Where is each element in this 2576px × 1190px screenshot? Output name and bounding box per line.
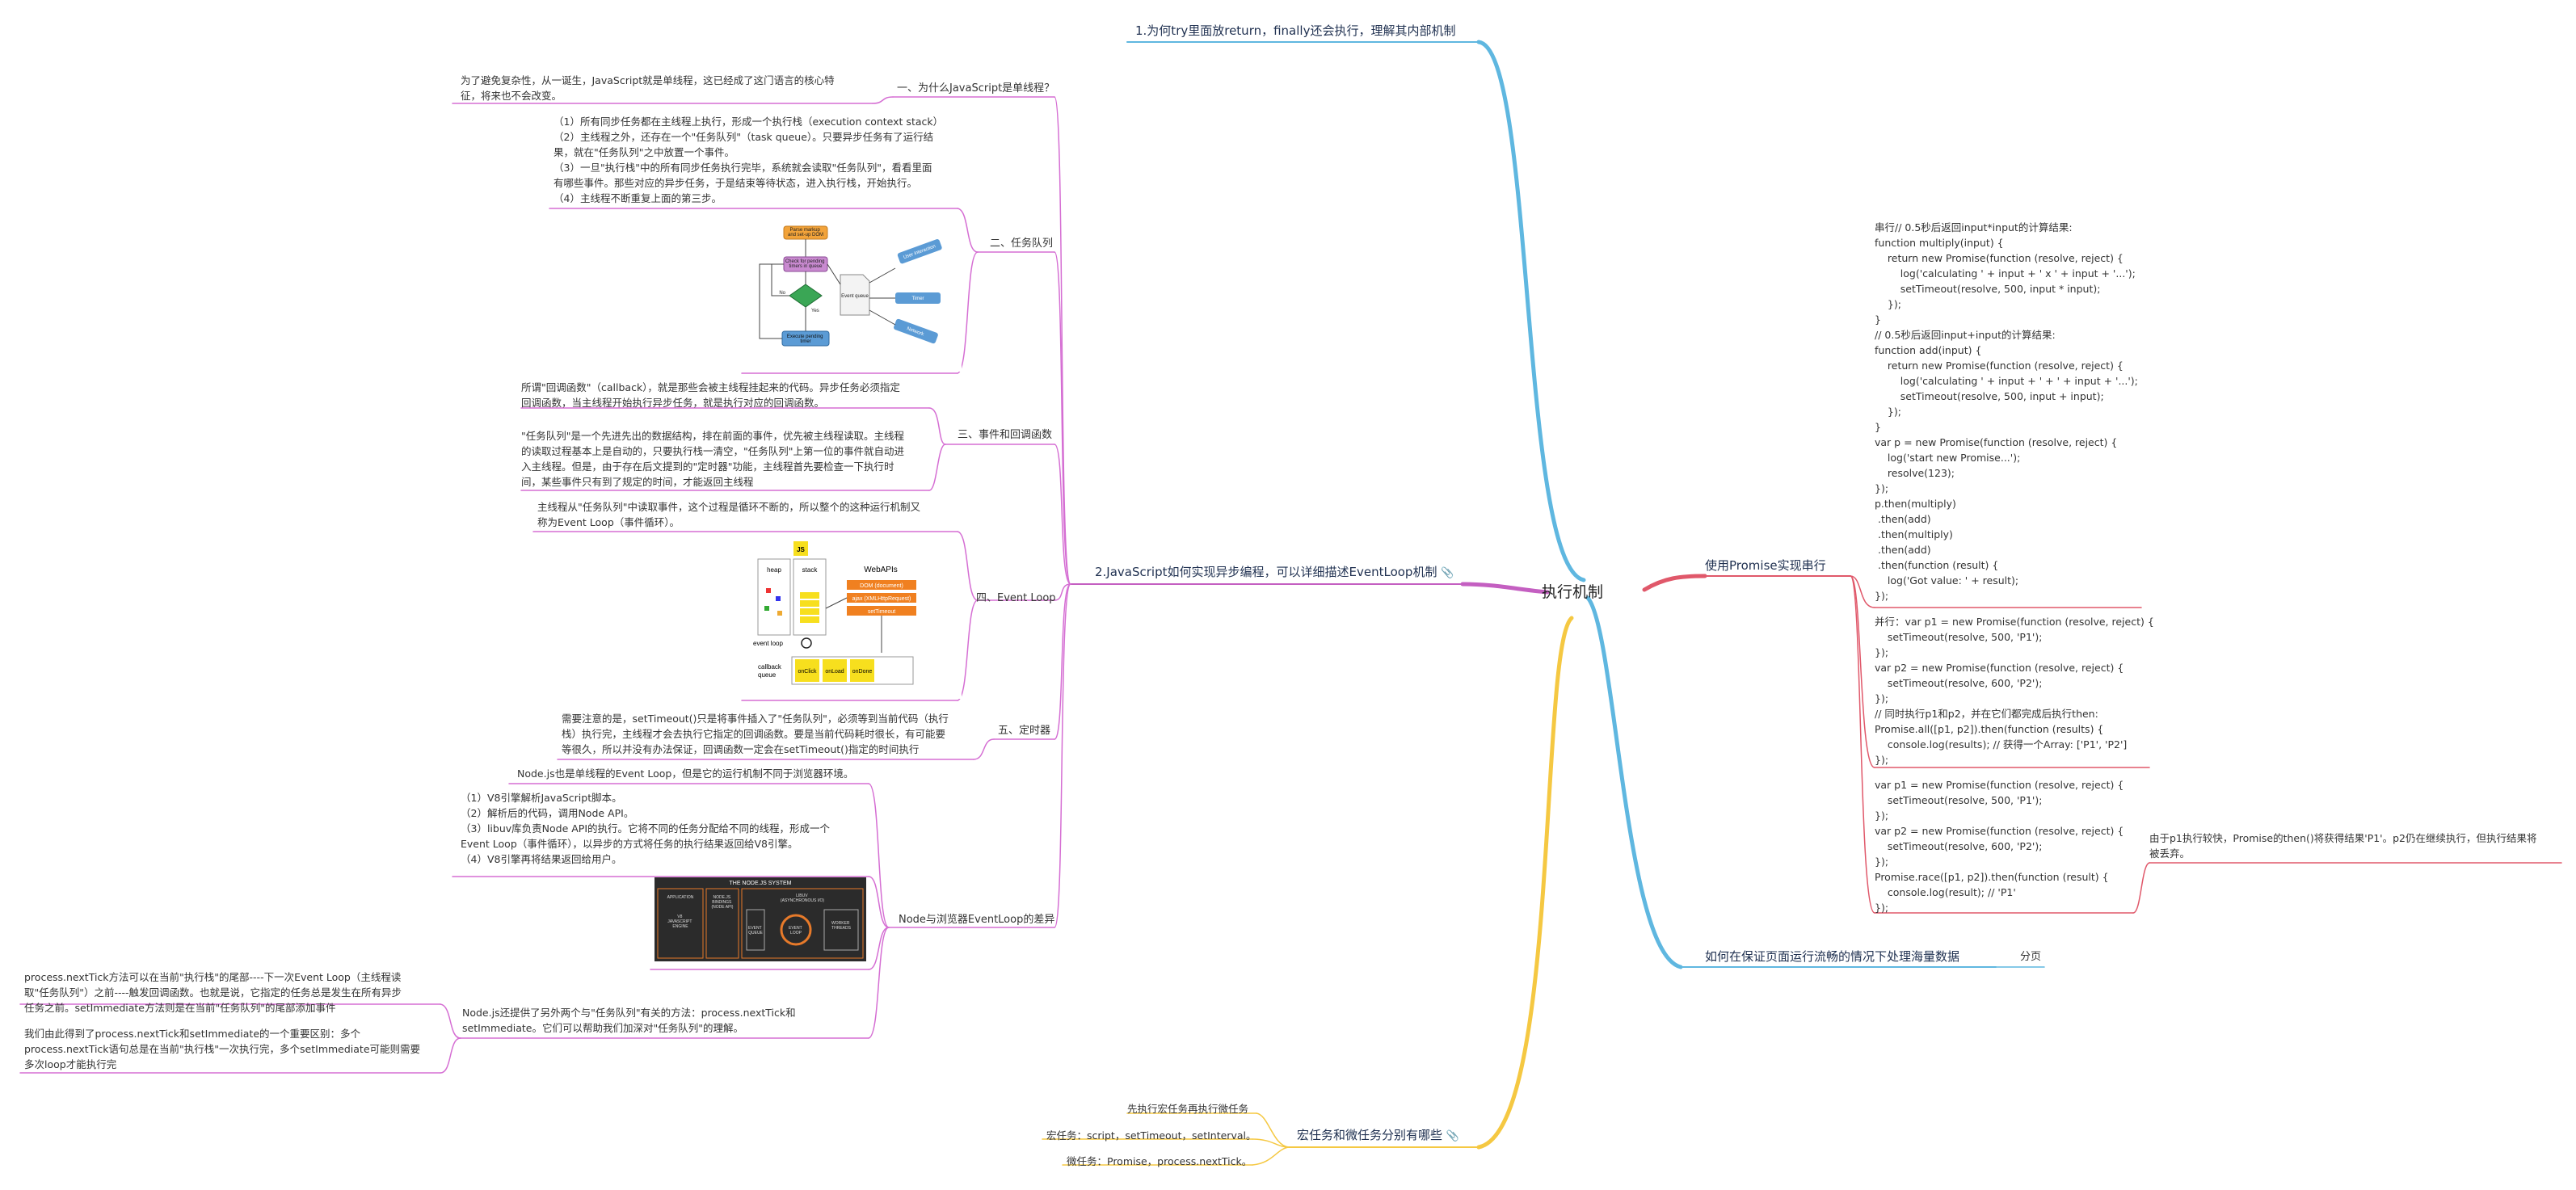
- note-single-thread: 为了避免复杂性，从一诞生，JavaScript就是单线程，这已经成了这门语言的核…: [461, 74, 835, 102]
- note-task-queue-fifo: "任务队列"是一个先进先出的数据结构，排在前面的事件，优先被主线程读取。主线程 …: [521, 430, 905, 488]
- js-logo: JS: [797, 546, 805, 553]
- fig-q1-label: onClick: [798, 669, 817, 675]
- note-micro-tasks: 微任务：Promise，process.nextTick。: [1067, 1155, 1252, 1167]
- note-node-single-thread: Node.js也是单线程的Event Loop，但是它的运行机制不同于浏览器环境…: [517, 767, 854, 780]
- fig-node-title: THE NODE.JS SYSTEM: [729, 881, 791, 886]
- fig-node-application: APPLICATION: [667, 895, 694, 900]
- line-try: [1476, 40, 1586, 582]
- topic-macro-micro[interactable]: 宏任务和微任务分别有哪些 📎: [1297, 1127, 1459, 1145]
- fig-start-label: Parse markup and set-up DOM: [788, 228, 823, 238]
- topic-async-eventloop[interactable]: 2.JavaScript如何实现异步编程，可以详细描述EventLoop机制 📎: [1095, 564, 1454, 582]
- fig-node-event-queue: EVENT QUEUE: [748, 926, 764, 936]
- fig-ajax-label: ajax (XMLHttpRequest): [852, 596, 911, 602]
- fig-check-label: Check for pending timers in queue: [785, 259, 826, 269]
- event-loop-figure: JS heap stack WebAPIs DOM (document) aja…: [743, 540, 962, 699]
- topic-single-thread[interactable]: 一、为什么JavaScript是单线程？: [897, 82, 1055, 95]
- code-race: var p1 = new Promise(function (resolve, …: [1875, 779, 2124, 914]
- fig-dom-label: DOM (document): [860, 583, 903, 589]
- code-parallel: 并行：var p1 = new Promise(function (resolv…: [1875, 616, 2154, 766]
- note-nexttick: process.nextTick方法可以在当前"执行栈"的尾部----下一次Ev…: [24, 971, 402, 1014]
- topic-event-callback[interactable]: 三、事件和回调函数: [958, 429, 1053, 441]
- line-macro: [1476, 616, 1574, 1150]
- fig-yes-label: Yes: [811, 309, 819, 313]
- topic-macro-label: 宏任务和微任务分别有哪些: [1297, 1128, 1443, 1142]
- fig-webapis-label: WebAPIs: [864, 566, 898, 574]
- code-serial: 串行// 0.5秒后返回input*input的计算结果: function m…: [1875, 221, 2138, 602]
- note-node-nexttick-intro: Node.js还提供了另外两个与"任务队列"有关的方法：process.next…: [462, 1007, 796, 1034]
- paperclip-icon[interactable]: 📎: [1446, 1130, 1459, 1142]
- fig-stack-label: stack: [802, 566, 819, 574]
- topic-timer[interactable]: 五、定时器: [998, 725, 1051, 737]
- line-async: [1460, 582, 1550, 595]
- line-promise: [1642, 574, 1707, 592]
- topic-event-loop[interactable]: 四、Event Loop: [976, 592, 1056, 604]
- fig-node-worker-threads: WORKER THREADS: [831, 921, 852, 931]
- note-node-steps: （1）V8引擎解析JavaScript脚本。 （2）解析后的代码，调用Node …: [461, 792, 831, 865]
- fig-node-bindings: NODE.JS BINDINGS (NODE API): [712, 895, 734, 910]
- fig-node-event-loop: EVENT LOOP: [789, 926, 803, 936]
- root-topic[interactable]: 执行机制: [1542, 583, 1604, 601]
- note-event-loop: 主线程从"任务队列"中读取事件，这个过程是循环不断的，所以整个的这种运行机制又 …: [537, 501, 921, 528]
- note-macro-tasks: 宏任务：script，setTimeout，setInterval。: [1046, 1129, 1256, 1142]
- fig-execute-label: Execute pending timer: [787, 334, 824, 344]
- topic-node-vs-browser[interactable]: Node与浏览器EventLoop的差异: [899, 914, 1055, 926]
- topic-async-label: 2.JavaScript如何实现异步编程，可以详细描述EventLoop机制: [1095, 565, 1437, 579]
- fig-event-loop-label: event loop: [753, 640, 783, 647]
- line-massdata: [1585, 595, 1683, 969]
- topic-task-queue[interactable]: 二、任务队列: [990, 238, 1054, 250]
- fig-timer-label: Timer: [911, 296, 924, 301]
- fig-q2-label: onLoad: [825, 669, 844, 675]
- topic-mass-data[interactable]: 如何在保证页面运行流畅的情况下处理海量数据: [1705, 949, 1960, 964]
- paperclip-icon[interactable]: 📎: [1441, 567, 1454, 579]
- note-timer: 需要注意的是，setTimeout()只是将事件插入了"任务队列"，必须等到当前…: [562, 713, 949, 755]
- fig-callback-queue-label: callback queue: [758, 663, 783, 679]
- fig-event-queue-label: Event queue: [841, 294, 869, 299]
- note-macro-first: 先执行宏任务再执行微任务: [1127, 1103, 1249, 1115]
- fig-settimeout-label: setTimeout: [868, 609, 895, 615]
- topic-try-finally[interactable]: 1.为何try里面放return，finally还会执行，理解其内部机制: [1135, 23, 1456, 38]
- fig-q3-label: onDone: [852, 669, 873, 675]
- note-race-result: 由于p1执行较快，Promise的then()将获得结果'P1'。p2仍在继续执…: [2149, 832, 2537, 860]
- note-nexttick-vs-setimmediate: 我们由此得到了process.nextTick和setImmediate的一个重…: [24, 1028, 421, 1070]
- fig-no-label: No: [779, 291, 785, 296]
- task-queue-figure: Parse markup and set-up DOM Check for pe…: [743, 220, 962, 372]
- note-task-queue-steps: （1）所有同步任务都在主线程上执行，形成一个执行栈（execution cont…: [554, 116, 944, 204]
- node-system-figure: THE NODE.JS SYSTEM APPLICATION V8 JAVASC…: [655, 877, 866, 961]
- note-callback: 所谓"回调函数"（callback），就是那些会被主线程挂起来的代码。异步任务必…: [521, 381, 900, 409]
- fig-node-libuv: LIBUV (ASYNCHRONOUS I/O): [781, 894, 825, 903]
- fig-heap-label: heap: [767, 566, 781, 574]
- fig-node-v8: V8 JAVASCRIPT ENGINE: [667, 915, 692, 929]
- topic-pagination[interactable]: 分页: [2020, 951, 2042, 963]
- topic-promise-serial[interactable]: 使用Promise实现串行: [1705, 558, 1826, 573]
